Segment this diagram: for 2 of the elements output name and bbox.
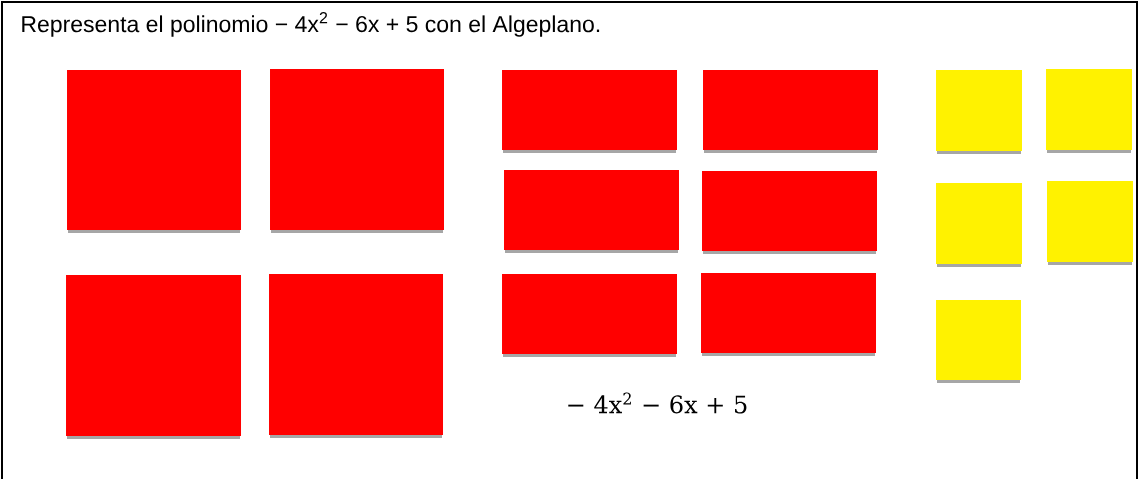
title: Representa el polinomio − 4x$^{2}$ − 6x + 5 con el Algeplano. [22, 12, 600, 37]
polynomial-label: − 4x$^{2}$ − 6x + 5 [568, 392, 747, 414]
